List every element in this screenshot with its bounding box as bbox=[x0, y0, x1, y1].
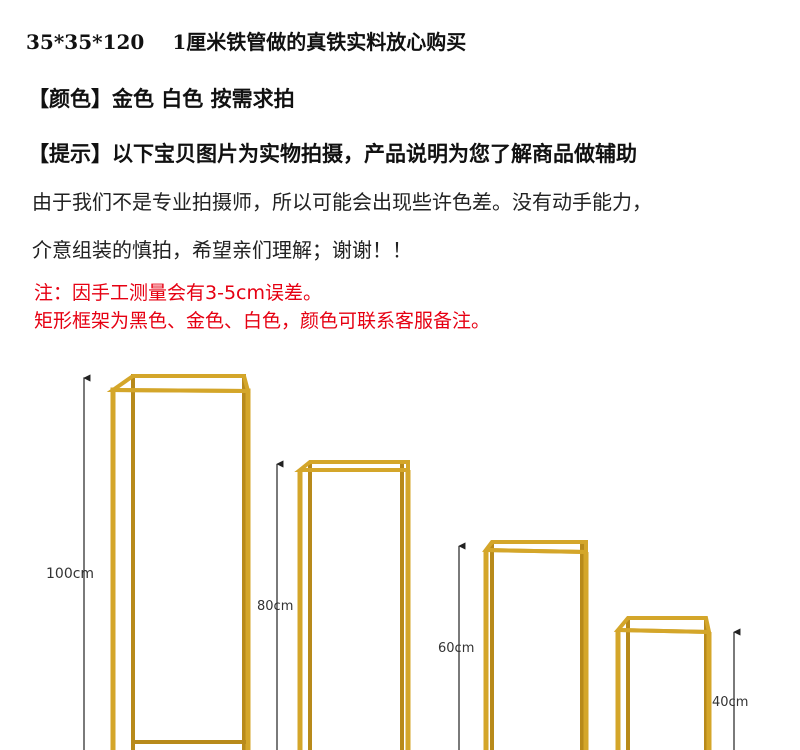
tip-line-2: 介意组装的慎拍，希望亲们理解；谢谢！！ bbox=[32, 238, 412, 262]
color-line: 【颜色】金色 白色 按需求拍 bbox=[28, 86, 295, 111]
frame-80cm: 80cm bbox=[257, 460, 411, 750]
height-label-80: 80cm bbox=[257, 599, 293, 614]
frame-stand-diagram: 100cm 80cm bbox=[46, 374, 748, 750]
height-label-100: 100cm bbox=[46, 566, 94, 582]
height-label-60: 60cm bbox=[438, 641, 474, 656]
material-spec: 1厘米铁管做的真铁实料放心购买 bbox=[172, 30, 467, 54]
note-line-2: 矩形框架为黑色、金色、白色，颜色可联系客服备注。 bbox=[34, 310, 491, 332]
height-label-40: 40cm bbox=[712, 695, 748, 710]
tip-heading: 【提示】以下宝贝图片为实物拍摄，产品说明为您了解商品做辅助 bbox=[28, 141, 637, 166]
tip-line-1: 由于我们不是专业拍摄师，所以可能会出现些许色差。没有动手能力， bbox=[32, 190, 652, 214]
frame-60cm: 60cm bbox=[438, 540, 589, 750]
size-material-line: 35*35*120 1厘米铁管做的真铁实料放心购买 bbox=[26, 26, 466, 55]
note-line-1: 注：因手工测量会有3-5cm误差。 bbox=[34, 282, 322, 304]
frame-100cm: 100cm bbox=[46, 374, 251, 750]
frame-40cm: 40cm bbox=[613, 616, 748, 750]
size-spec: 35*35*120 bbox=[26, 30, 145, 54]
